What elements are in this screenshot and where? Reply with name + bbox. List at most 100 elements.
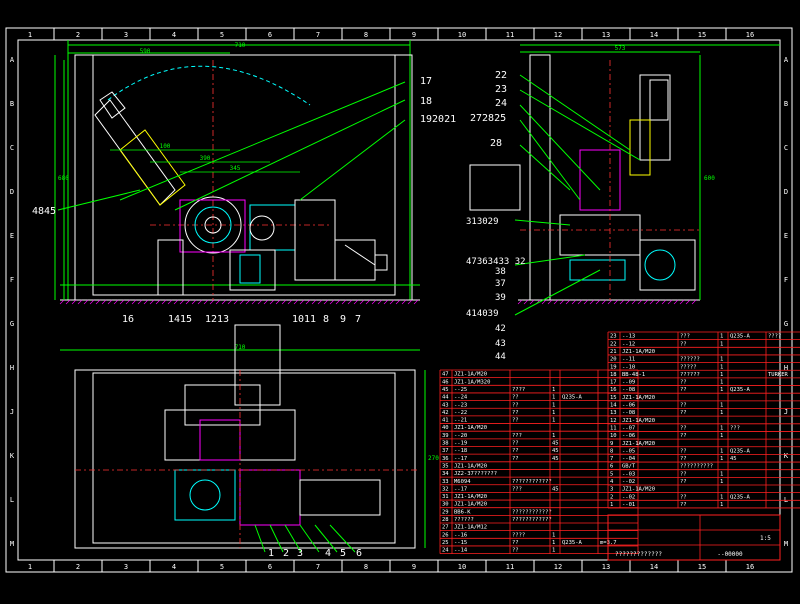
table-cell: --24 <box>454 395 468 401</box>
table-cell: 45 <box>552 441 559 447</box>
table-cell: 1 <box>720 334 723 340</box>
table-cell: --09 <box>622 380 635 386</box>
table-cell: --22 <box>454 410 467 416</box>
floor-hatch <box>281 299 287 305</box>
zone-letter-right: D <box>784 188 788 196</box>
floor-hatch <box>233 299 239 305</box>
callout-number: 272825 <box>470 113 506 124</box>
table-cell: --20 <box>454 433 467 439</box>
table-cell: ?? <box>512 540 519 546</box>
zone-number-bottom: 13 <box>602 563 610 571</box>
floor-hatch <box>565 299 571 305</box>
table-cell: --13 <box>622 334 635 340</box>
table-cell: --10 <box>622 364 635 370</box>
table-cell: 1 <box>552 410 555 416</box>
table-cell: 44 <box>442 395 449 401</box>
floor-hatch <box>329 299 335 305</box>
zone-number-bottom: 11 <box>506 563 514 571</box>
side-box <box>469 164 521 211</box>
leader-line <box>57 189 141 211</box>
table-cell: JZ2-37??????? <box>454 471 497 477</box>
floor-hatch <box>523 299 529 305</box>
table-cell: 26 <box>442 532 449 538</box>
table-cell: 29 <box>442 509 449 515</box>
plan-frame <box>74 369 416 549</box>
table-cell: 14 <box>610 403 617 409</box>
table-cell: 1 <box>720 410 723 416</box>
floor-hatch <box>317 299 323 305</box>
right-gearbox <box>249 204 296 251</box>
zone-number-top: 4 <box>172 31 176 39</box>
plan-motor <box>234 324 281 406</box>
machine-frame-inner <box>92 54 396 296</box>
floor-hatch <box>583 299 589 305</box>
table-cell: 1 <box>552 548 555 554</box>
table-cell: 1 <box>552 532 555 538</box>
leader-line <box>514 219 571 226</box>
table-cell: --25 <box>454 387 467 393</box>
floor-hatch <box>589 299 595 305</box>
table-cell: ?? <box>680 502 687 508</box>
outer-border <box>5 27 793 573</box>
floor-hatch <box>83 299 89 305</box>
floor-hatch <box>341 299 347 305</box>
motor-end <box>374 254 388 271</box>
floor-hatch <box>625 299 631 305</box>
table-cell: 1 <box>720 502 723 508</box>
floor-hatch <box>401 299 407 305</box>
zone-number-top: 10 <box>458 31 466 39</box>
turret-outer <box>184 196 242 254</box>
table-cell: 43 <box>442 402 449 408</box>
floor-hatch <box>323 299 329 305</box>
table-cell: ?? <box>512 418 519 424</box>
table-cell: --11 <box>622 357 635 363</box>
table-cell: --14 <box>454 548 468 554</box>
table-cell: --06 <box>622 403 635 409</box>
table-cell: --17 <box>454 486 467 492</box>
table-cell: --18 <box>454 448 467 454</box>
callout-number: 28 <box>490 138 502 149</box>
floor-hatch <box>161 299 167 305</box>
side-turret <box>559 214 641 256</box>
motor-block <box>334 239 376 281</box>
floor-hatch <box>365 299 371 305</box>
table-cell: 35 <box>442 463 449 469</box>
turret-inner <box>194 206 232 244</box>
table-cell: Q235-A <box>562 540 583 546</box>
callout-number: 43 <box>495 339 506 349</box>
table-cell: ??? <box>730 425 740 431</box>
table-cell: 45 <box>552 486 559 492</box>
zone-letter-left: G <box>10 320 14 328</box>
table-cell: 1 <box>720 456 723 462</box>
table-cell: 20 <box>610 357 617 363</box>
zone-number-top: 9 <box>412 31 416 39</box>
callout-number: 17 <box>420 76 432 87</box>
table-cell: 45 <box>552 456 559 462</box>
floor-hatch <box>613 299 619 305</box>
table-cell: 1 <box>720 341 723 347</box>
table-cell: 36 <box>442 456 449 462</box>
table-cell: --15 <box>454 540 467 546</box>
callout-number: 4845 <box>32 206 56 217</box>
leader-line <box>519 119 581 201</box>
side-motor <box>639 74 671 161</box>
table-cell: 1 <box>552 387 555 393</box>
floor-hatch <box>571 299 577 305</box>
table-cell: 37 <box>442 448 449 454</box>
callout-number: 192021 <box>420 114 456 125</box>
title-block-frame <box>607 514 781 561</box>
zone-number-top: 16 <box>746 31 754 39</box>
zone-number-top: 3 <box>124 31 128 39</box>
floor-hatch <box>655 299 661 305</box>
table-cell: 39 <box>442 433 449 439</box>
floor-hatch <box>173 299 179 305</box>
table-cell: ???????????? <box>512 479 552 485</box>
dimension-value: 345 <box>230 165 241 172</box>
table-cell: JZ1-1A/M20 <box>622 441 655 447</box>
floor-hatch <box>559 299 565 305</box>
zone-letter-left: M <box>10 540 14 548</box>
table-cell: Q235-A <box>730 387 751 393</box>
zone-letter-right: A <box>784 56 789 64</box>
floor-hatch <box>203 299 209 305</box>
